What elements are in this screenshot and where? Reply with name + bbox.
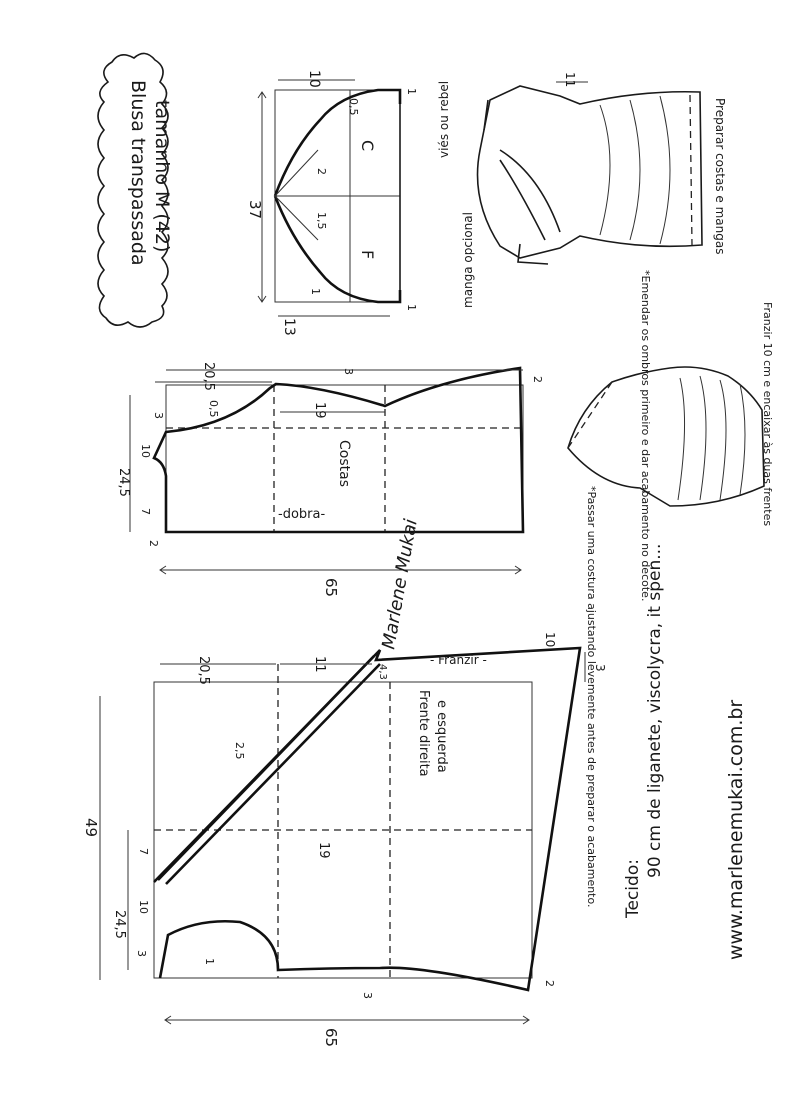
designer-signature: Marlene Mukai: [378, 518, 422, 651]
back-lower-section: 7: [139, 508, 152, 515]
back-label: Costas: [336, 440, 352, 487]
instruction-emendar: *Emendar os ombros primeiro e dar acabam…: [639, 270, 652, 601]
front-shoulder-width: 20,5: [196, 656, 211, 685]
garment-sketch: 11 viés ou rebel manga opcional Preparar…: [437, 72, 727, 308]
front-total-width: 49: [82, 818, 100, 837]
back-outline: [152, 366, 525, 534]
sleeve-height: 37: [246, 200, 264, 219]
front-hem-step: 2: [543, 980, 556, 987]
front-piece-pattern: 49 20,5 11 10 3 4,3 2,5 19 24,5 10 3 7 1…: [82, 632, 607, 1047]
fabric-text: 90 cm de liganete, viscolycra, it spen..…: [645, 544, 665, 878]
sketch-note-vies: viés ou rebel: [437, 81, 451, 158]
sleeve-right-top: 1: [405, 88, 418, 95]
sleeve-curve-upper: 0,5: [347, 98, 360, 116]
sketch-note-manga: manga opcional: [461, 212, 475, 308]
title-line-2: tamanho M (42): [151, 100, 173, 252]
sleeve-top-width: 10: [306, 70, 322, 88]
back-neck-width: 10: [139, 444, 152, 458]
back-shoulder-width: 20,5: [201, 362, 216, 391]
front-length: 65: [322, 1028, 340, 1047]
front-side-drop: 19: [316, 842, 331, 859]
back-bottom-step: 2: [147, 540, 160, 547]
website: www.marlenemukai.com.br: [725, 700, 747, 960]
sleeve-curve-mid: 2: [315, 168, 328, 175]
front-label-2: e esquerda: [434, 700, 449, 773]
front-center-height: 24,5: [112, 910, 127, 939]
front-lower-section: 7: [137, 848, 150, 855]
sleeve-label-front: F: [358, 250, 377, 259]
sleeve-bottom-width: 13: [281, 318, 297, 336]
sleeve-label-back: C: [358, 140, 377, 151]
title-cloud: Blusa transpassada tamanho M (42): [97, 52, 173, 328]
sleeve-curve-low: 1,5: [315, 212, 328, 230]
footer: Tecido: 90 cm de liganete, viscolycra, i…: [623, 544, 747, 960]
front-label-1: Frente direita: [416, 690, 431, 777]
back-hem-step: 2: [531, 376, 544, 383]
sleeve-cap-curve: [273, 88, 402, 304]
front-small-drop: 4,3: [377, 664, 388, 680]
sketch-note-preparar: Preparar costas e mangas: [713, 98, 727, 254]
back-center-height: 24,5: [116, 468, 131, 497]
back-neck-drop: 3: [152, 412, 165, 419]
back-side-drop: 19: [312, 402, 327, 419]
front-neck-width: 10: [137, 900, 150, 914]
title-line-1: Blusa transpassada: [127, 80, 149, 266]
instruction-passar: *Passar uma costura ajustando levemente …: [585, 486, 598, 908]
front-outline: [153, 646, 582, 992]
back-neck-curve: 0,5: [207, 400, 220, 418]
sketch-measure: 11: [563, 72, 577, 87]
instruction-franzir: Franzir 10 cm e encaixar às duas frentes: [761, 302, 774, 526]
front-wrap-diagonal: [157, 655, 381, 885]
front-armhole-curve: 3: [361, 992, 374, 999]
sleeve-right-bottom: 1: [405, 304, 418, 311]
front-bodice-sketch: [567, 366, 765, 507]
front-wrap-drop: 3: [593, 664, 607, 672]
front-rect: [153, 681, 533, 979]
back-fold: -dobra-: [278, 507, 325, 522]
front-wrap-top: 10: [543, 632, 557, 647]
fabric-label: Tecido:: [623, 859, 643, 919]
back-piece-pattern: 20,5 0,5 3 24,5 10 7 2 19 3 2 65 Costas …: [116, 362, 544, 597]
sleeve-curve-end: 1: [309, 288, 322, 295]
front-neck-curve: 1: [203, 958, 216, 965]
front-diagonal-curve: 2,5: [233, 742, 246, 760]
front-extension: 11: [312, 656, 327, 673]
back-armhole-curve: 3: [342, 368, 355, 375]
sleeve-pattern: 10 37 13 1 1 0,5 2 1,5 1 C F: [246, 70, 418, 336]
front-franzir: - Franzir -: [430, 653, 487, 667]
front-neck-drop: 3: [135, 950, 148, 957]
back-length: 65: [322, 578, 340, 597]
